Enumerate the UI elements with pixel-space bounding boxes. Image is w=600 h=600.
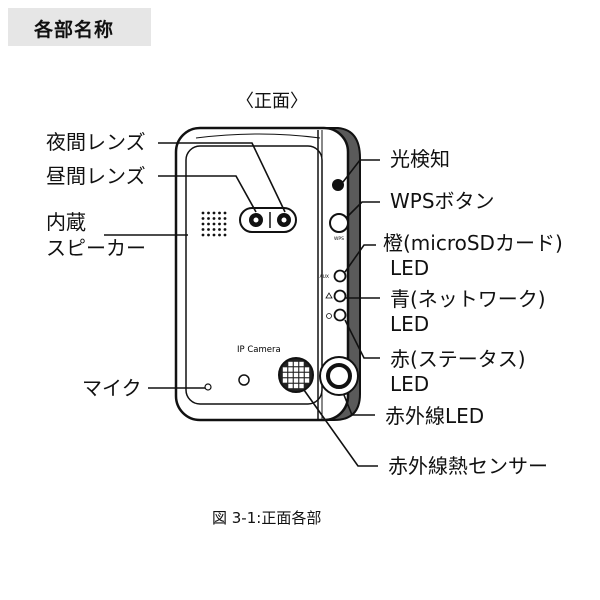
speaker-grille-dot: [212, 211, 216, 215]
section-header: 各部名称: [8, 8, 151, 46]
front-indicator: [238, 374, 250, 386]
label-mic: マイク: [82, 376, 142, 400]
label-light-sensor: 光検知: [390, 147, 450, 171]
speaker-grille-dot: [223, 228, 227, 231]
pir-lens-facet: [299, 383, 304, 389]
speaker-grille-dot: [223, 222, 227, 226]
speaker-grille-dot: [201, 233, 205, 237]
speaker-grille-dot: [207, 211, 210, 215]
model-text: IP Camera: [237, 345, 281, 355]
pir-lens-facet: [293, 367, 299, 372]
label-day-lens: 昼間レンズ: [46, 164, 146, 188]
pir-lens-facet: [293, 372, 299, 378]
light-sensor-dot: [332, 179, 344, 191]
speaker-grille-dot: [223, 217, 227, 220]
label-led-red-line2: LED: [390, 372, 430, 396]
label-led-blue-line1: 青(ネットワーク): [390, 287, 546, 311]
speaker-grille-dot: [218, 233, 221, 237]
led-orange: [333, 269, 347, 283]
pir-lens-facet: [293, 378, 299, 383]
label-wps-button: WPSボタン: [390, 189, 495, 213]
speaker-grille-dot: [201, 228, 205, 231]
pir-lens-facet: [304, 372, 310, 378]
wps-small-label: WPS: [334, 236, 344, 242]
leader-light-sensor: [342, 159, 380, 183]
pir-lens-facet: [299, 378, 304, 383]
pir-lens-facet: [299, 372, 304, 378]
led-blue: [333, 289, 347, 303]
label-pir-sensor: 赤外線熱センサー: [388, 454, 548, 478]
pir-lens-facet: [288, 378, 293, 383]
speaker-grille-dot: [207, 228, 210, 231]
ir-led-inner: [326, 363, 352, 389]
leader-night-lens: [158, 142, 286, 213]
microphone-hole: [204, 383, 212, 391]
label-speaker-line1: 内蔵: [46, 210, 86, 234]
figure-caption: 図 3-1:正面各部: [212, 509, 322, 527]
label-led-orange-line1: 橙(microSDカード): [383, 231, 563, 255]
pir-lens-facet: [293, 361, 299, 367]
network-small-icon: [325, 292, 333, 299]
wps-button-shape: [329, 213, 349, 233]
power-small-icon: [326, 313, 332, 319]
aux-small-label: AUX: [320, 274, 329, 280]
pir-lens-facet: [299, 367, 304, 372]
speaker-grille-dot: [207, 233, 210, 237]
label-speaker-line2: スピーカー: [46, 236, 146, 260]
pir-lens-facet: [288, 361, 293, 367]
speaker-grille-dot: [212, 222, 216, 226]
speaker-grille-dot: [218, 222, 221, 226]
pir-lens-facet: [299, 361, 304, 367]
speaker-grille-dot: [207, 217, 210, 220]
view-title: 〈正面〉: [236, 91, 308, 112]
label-led-blue-line2: LED: [390, 312, 430, 336]
label-led-orange-line2: LED: [390, 256, 430, 280]
leader-ir-led: [343, 394, 375, 416]
pir-lens-facet: [282, 372, 288, 378]
label-led-red-line1: 赤(ステータス): [390, 347, 526, 371]
pir-lens-facet: [304, 378, 310, 383]
speaker-grille-dot: [207, 222, 210, 226]
speaker-grille-dot: [223, 211, 227, 215]
speaker-grille: [201, 211, 227, 237]
leader-lines: [104, 142, 380, 467]
pir-lens-facet: [304, 367, 310, 372]
speaker-grille-dot: [218, 228, 221, 231]
leader-led-red: [344, 319, 380, 359]
pir-lens-facet: [288, 383, 293, 389]
speaker-grille-dot: [223, 233, 227, 237]
pir-lens-facet: [282, 367, 288, 372]
speaker-grille-dot: [212, 217, 216, 220]
led-red: [333, 308, 347, 322]
speaker-grille-dot: [218, 211, 221, 215]
speaker-grille-dot: [201, 211, 205, 215]
leader-pir: [303, 389, 378, 467]
speaker-grille-dot: [212, 228, 216, 231]
pir-lens-facet: [288, 367, 293, 372]
speaker-grille-dot: [201, 222, 205, 226]
pir-sensor-grid: [282, 361, 310, 389]
section-title: 各部名称: [34, 19, 115, 41]
pir-lens-facet: [282, 378, 288, 383]
speaker-grille-dot: [218, 217, 221, 220]
pir-lens-facet: [293, 383, 299, 389]
pir-lens-facet: [288, 372, 293, 378]
label-night-lens: 夜間レンズ: [46, 130, 146, 154]
label-ir-led: 赤外線LED: [385, 404, 485, 428]
leader-wps: [345, 201, 380, 219]
leader-day-lens: [158, 175, 257, 213]
speaker-grille-dot: [212, 233, 216, 237]
leader-led-orange: [344, 244, 376, 273]
speaker-grille-dot: [201, 217, 205, 220]
